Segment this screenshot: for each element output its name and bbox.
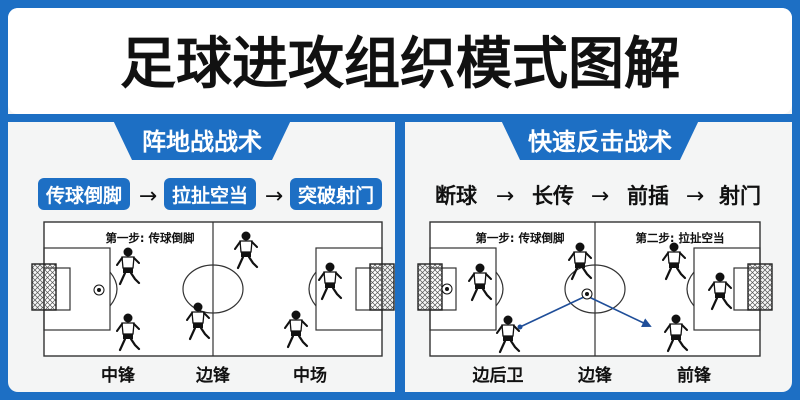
right-penalty-arc bbox=[686, 271, 695, 307]
flow-arrow-1: → bbox=[496, 184, 514, 209]
pass-point bbox=[517, 324, 523, 330]
left-goal-net bbox=[31, 263, 57, 311]
pass-line-2 bbox=[588, 296, 652, 328]
left-penalty-arc bbox=[109, 271, 118, 307]
left-pitch bbox=[31, 221, 395, 357]
left-header: 阵地战战术 bbox=[142, 128, 262, 156]
center-circle bbox=[564, 264, 626, 314]
flow-arrow-2: → bbox=[591, 184, 609, 209]
flow-arrow-3: → bbox=[686, 184, 704, 209]
title-bar bbox=[8, 8, 792, 114]
flow-arrow-2: → bbox=[265, 184, 283, 209]
flow-step-4: 射门 bbox=[718, 184, 761, 208]
left-header-tab bbox=[112, 118, 292, 160]
ball-icon bbox=[93, 284, 105, 296]
page-title: 足球进攻组织模式图解 bbox=[120, 32, 680, 97]
left-step-label: 第一步: 传球倒脚 bbox=[105, 231, 194, 245]
center-circle bbox=[182, 264, 244, 314]
right-goal-net bbox=[369, 263, 395, 311]
right-section: 快速反击战术 断球 → 长传 → 前插 → 射门 第一步: 传球倒脚 第二步: … bbox=[417, 118, 773, 386]
position-label-2: 边锋 bbox=[577, 365, 613, 386]
position-label-1: 中锋 bbox=[101, 365, 136, 386]
right-step2-label: 第二步: 拉扯空当 bbox=[635, 231, 724, 245]
right-header-tab bbox=[500, 118, 700, 160]
center-divider bbox=[395, 114, 405, 400]
right-penalty-arc bbox=[308, 271, 317, 307]
flow-chip-1 bbox=[38, 178, 130, 210]
ball-icon bbox=[441, 283, 453, 295]
right-header: 快速反击战术 bbox=[528, 128, 672, 156]
flow-chip-2 bbox=[164, 178, 256, 210]
flow-chip-3-label: 突破射门 bbox=[298, 184, 374, 207]
flow-chip-2-label: 拉扯空当 bbox=[172, 184, 248, 207]
flow-chip-1-label: 传球倒脚 bbox=[45, 184, 122, 207]
flow-step-2: 长传 bbox=[532, 184, 574, 208]
position-label-3: 中场 bbox=[293, 365, 327, 386]
position-label-2: 边锋 bbox=[195, 365, 231, 386]
right-step1-label: 第一步: 传球倒脚 bbox=[475, 231, 564, 245]
ball-icon bbox=[581, 288, 593, 300]
flow-arrow-1: → bbox=[139, 184, 157, 209]
left-goal-net bbox=[417, 263, 443, 311]
left-penalty-arc bbox=[495, 271, 504, 307]
position-label-1: 边后卫 bbox=[472, 366, 524, 386]
flow-step-3: 前插 bbox=[627, 184, 669, 208]
flow-step-1: 断球 bbox=[435, 184, 478, 208]
right-goal-net bbox=[747, 263, 773, 311]
left-section: 阵地战战术 传球倒脚 → 拉扯空当 → 突破射门 第一步: 传球倒脚 bbox=[31, 118, 395, 386]
position-label-3: 前锋 bbox=[677, 365, 712, 386]
pass-line-1 bbox=[519, 295, 587, 328]
flow-chip-3 bbox=[290, 178, 382, 210]
